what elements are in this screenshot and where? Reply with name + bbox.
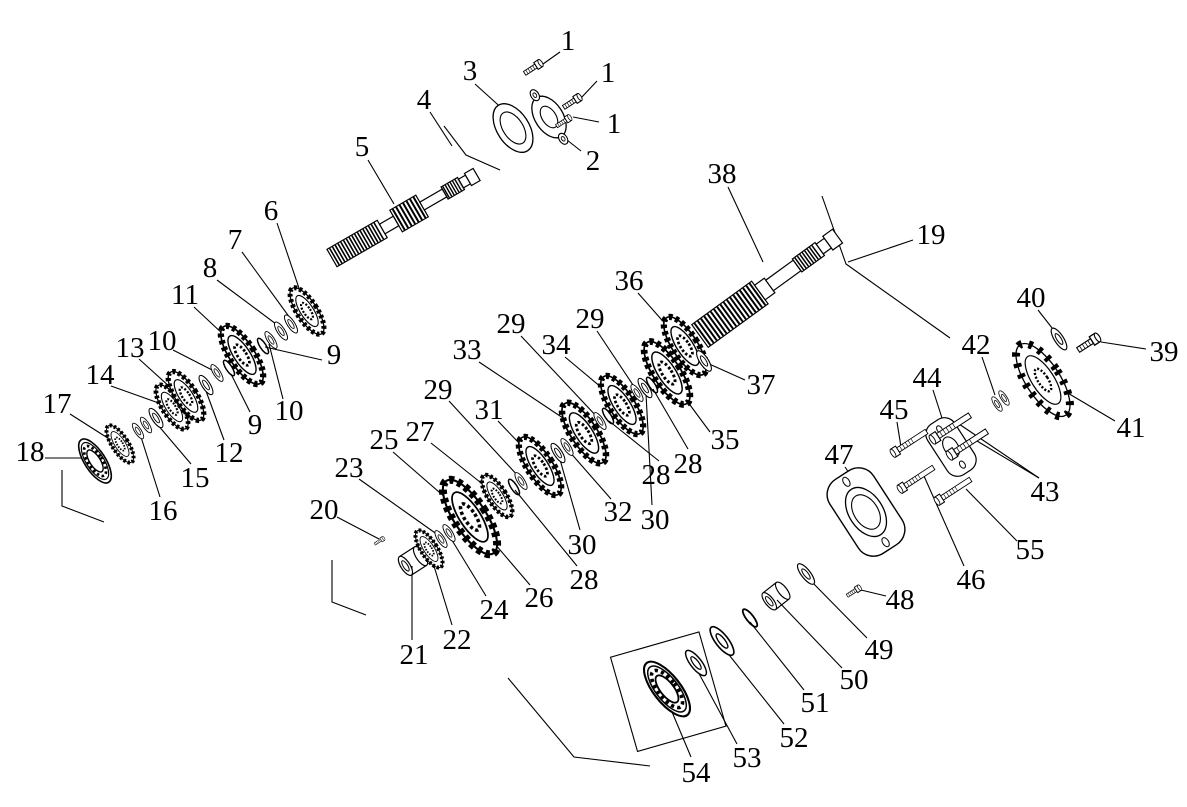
part-51-circlip xyxy=(739,606,761,630)
label-17: 17 xyxy=(43,388,72,420)
label-35: 35 xyxy=(711,424,740,456)
bracket-group-4 xyxy=(443,125,501,171)
label-25: 25 xyxy=(370,424,399,456)
label-36: 36 xyxy=(615,265,644,297)
label-21: 21 xyxy=(400,639,429,671)
label-46: 46 xyxy=(957,564,986,596)
label-14: 14 xyxy=(86,359,116,391)
part-10-washer xyxy=(208,362,226,384)
part-54-bearing xyxy=(634,652,700,726)
part-labels: 1 1 1 3 4 2 5 6 7 8 11 10 13 14 17 18 9 … xyxy=(16,25,1179,789)
part-6-gear xyxy=(284,283,330,339)
label-5: 5 xyxy=(355,131,370,163)
bracket-lines xyxy=(61,125,951,767)
part-1-screw-b xyxy=(560,92,584,112)
label-31: 31 xyxy=(475,394,504,426)
label-43: 43 xyxy=(1031,476,1060,508)
part-48-bolt xyxy=(845,583,863,599)
label-4: 4 xyxy=(417,84,432,116)
label-7: 7 xyxy=(228,224,243,256)
label-18: 18 xyxy=(16,436,45,468)
label-50: 50 xyxy=(840,664,869,696)
label-38: 38 xyxy=(708,158,737,190)
label-32: 32 xyxy=(604,496,633,528)
label-49: 49 xyxy=(865,634,894,666)
label-9a: 9 xyxy=(327,339,342,371)
label-10b: 10 xyxy=(275,395,304,427)
label-34: 34 xyxy=(542,329,572,361)
bracket-left-cluster xyxy=(61,470,105,523)
label-2: 2 xyxy=(586,145,601,177)
bracket-group-21 xyxy=(331,560,367,616)
parts xyxy=(71,58,1103,726)
label-42: 42 xyxy=(962,329,991,361)
part-53-ring xyxy=(681,646,711,680)
part-55-bolt xyxy=(932,475,974,507)
part-52-seal xyxy=(705,622,739,660)
part-49-washer xyxy=(794,560,818,588)
bracket-group-19 xyxy=(821,195,951,339)
label-27: 27 xyxy=(406,416,435,448)
part-5-input-shaft xyxy=(326,167,481,268)
bearing-54-box xyxy=(609,631,727,753)
label-9b: 9 xyxy=(248,409,263,441)
label-45: 45 xyxy=(880,394,909,426)
label-40: 40 xyxy=(1017,282,1046,314)
part-1-screw xyxy=(521,58,545,78)
part-50-bushing xyxy=(758,579,794,613)
label-51: 51 xyxy=(801,687,830,719)
label-20: 20 xyxy=(310,494,339,526)
label-28c: 28 xyxy=(570,564,599,596)
label-29a: 29 xyxy=(497,308,526,340)
part-45-bolt xyxy=(888,427,930,459)
label-44: 44 xyxy=(913,362,943,394)
label-29c: 29 xyxy=(424,374,453,406)
label-53: 53 xyxy=(733,742,762,774)
part-40-washer xyxy=(1047,325,1071,353)
part-3-retainer-ring xyxy=(492,103,534,153)
label-28a: 28 xyxy=(674,448,703,480)
label-24: 24 xyxy=(480,594,510,626)
label-10a: 10 xyxy=(148,325,177,357)
label-55: 55 xyxy=(1016,534,1045,566)
label-29b: 29 xyxy=(576,303,605,335)
label-39: 39 xyxy=(1150,336,1179,368)
label-1c: 1 xyxy=(607,108,622,140)
label-33: 33 xyxy=(453,334,482,366)
label-23: 23 xyxy=(335,452,364,484)
label-19: 19 xyxy=(917,219,946,251)
label-11: 11 xyxy=(171,279,199,311)
label-41: 41 xyxy=(1117,412,1146,444)
label-30a: 30 xyxy=(641,504,670,536)
label-26: 26 xyxy=(525,582,554,614)
label-3: 3 xyxy=(463,55,478,87)
leader-lines xyxy=(45,51,1147,758)
label-6: 6 xyxy=(264,195,279,227)
label-52: 52 xyxy=(780,722,809,754)
label-1b: 1 xyxy=(601,57,616,89)
label-8: 8 xyxy=(203,252,218,284)
bracket-bearing-set xyxy=(507,677,651,767)
label-48: 48 xyxy=(886,584,915,616)
part-39-bolt xyxy=(1074,331,1103,355)
label-47: 47 xyxy=(825,439,854,471)
label-16: 16 xyxy=(149,495,178,527)
label-37: 37 xyxy=(747,369,776,401)
label-13: 13 xyxy=(116,332,145,364)
part-12-bush xyxy=(196,372,216,398)
part-47-bearing-cover xyxy=(826,467,906,557)
label-30b: 30 xyxy=(568,529,597,561)
label-54: 54 xyxy=(682,757,712,789)
label-15: 15 xyxy=(181,462,210,494)
label-28b: 28 xyxy=(642,459,671,491)
label-22: 22 xyxy=(443,624,472,656)
part-38-main-shaft xyxy=(690,228,844,349)
part-41-sprocket xyxy=(1012,339,1074,421)
label-12: 12 xyxy=(215,437,244,469)
label-1a: 1 xyxy=(561,25,576,57)
